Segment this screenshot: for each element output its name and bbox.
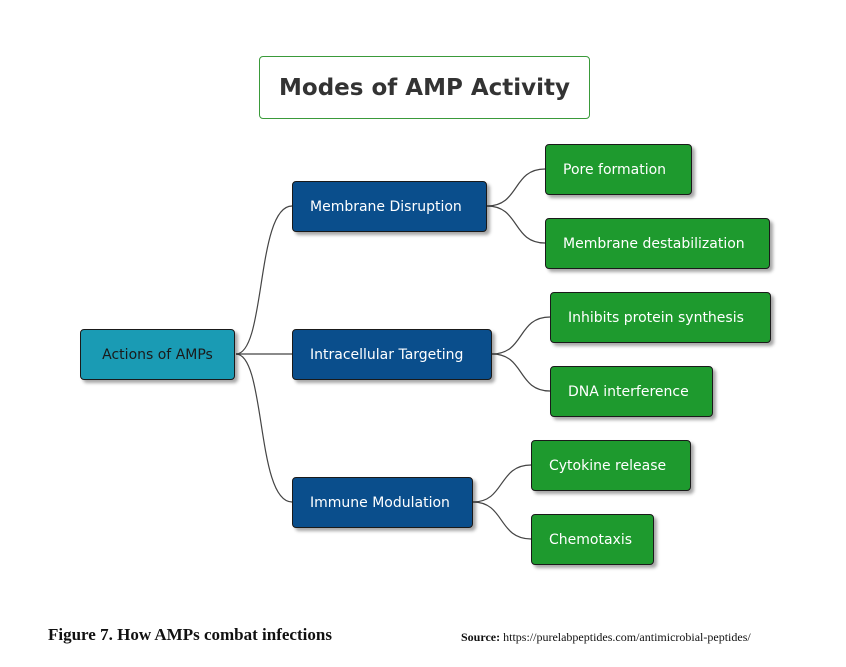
edge-immune-cytokine (472, 464, 532, 503)
edge-intracellular-protein (491, 316, 551, 355)
edge-root-membrane (235, 205, 293, 355)
branch-node-immune-modulation: Immune Modulation (292, 477, 473, 528)
edge-intracellular-dna (491, 353, 551, 392)
leaf-node-cytokine-release: Cytokine release (531, 440, 691, 491)
figure-caption: Figure 7. How AMPs combat infections (48, 625, 332, 644)
diagram-title: Modes of AMP Activity (259, 56, 590, 119)
leaf-node-dna-interference: DNA interference (550, 366, 713, 417)
branch-node-membrane-disruption: Membrane Disruption (292, 181, 487, 232)
source-url: https://purelabpeptides.com/antimicrobia… (503, 630, 751, 644)
source-label: Source: (461, 630, 501, 644)
edge-immune-chemotaxis (472, 501, 532, 540)
edge-membrane-destab (486, 205, 546, 244)
branch-node-intracellular-targeting: Intracellular Targeting (292, 329, 492, 380)
leaf-node-membrane-destabilization: Membrane destabilization (545, 218, 770, 269)
leaf-node-pore-formation: Pore formation (545, 144, 692, 195)
edge-root-immune (235, 353, 293, 503)
edge-membrane-pore (486, 168, 546, 207)
leaf-node-inhibits-protein-synthesis: Inhibits protein synthesis (550, 292, 771, 343)
figure-source: Source: https://purelabpeptides.com/anti… (461, 630, 751, 645)
root-node-actions-of-amps: Actions of AMPs (80, 329, 235, 380)
leaf-node-chemotaxis: Chemotaxis (531, 514, 654, 565)
